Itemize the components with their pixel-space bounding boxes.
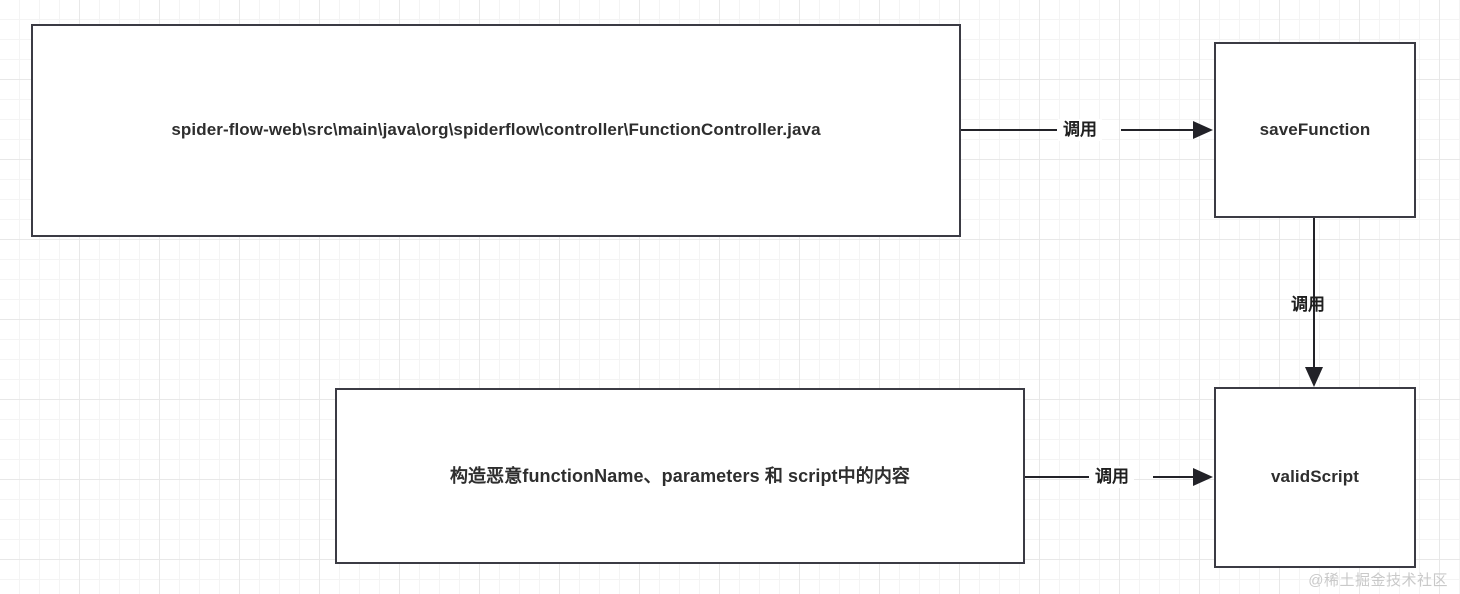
node-function-controller-label: spider-flow-web\src\main\java\org\spider… (171, 120, 821, 140)
node-save-function[interactable]: saveFunction (1214, 42, 1416, 218)
edge-label-controller-to-savefunction: 调用 (1058, 119, 1102, 142)
edge-label-payload-to-validscript: 调用 (1090, 466, 1134, 489)
edge-savefunction-to-validscript-arrowhead (1305, 367, 1323, 387)
node-valid-script-label: validScript (1270, 467, 1360, 487)
node-function-controller[interactable]: spider-flow-web\src\main\java\org\spider… (31, 24, 961, 237)
node-malicious-payload[interactable]: 构造恶意functionName、parameters 和 script中的内容 (335, 388, 1025, 564)
edge-controller-to-savefunction-arrowhead (1193, 121, 1213, 139)
node-malicious-payload-label: 构造恶意functionName、parameters 和 script中的内容 (449, 465, 911, 486)
watermark: @稀土掘金技术社区 (1308, 572, 1448, 589)
node-save-function-label: saveFunction (1259, 119, 1371, 139)
node-valid-script[interactable]: validScript (1214, 387, 1416, 568)
edge-payload-to-validscript-arrowhead (1193, 468, 1213, 486)
edge-label-savefunction-to-validscript: 调用 (1291, 295, 1325, 314)
